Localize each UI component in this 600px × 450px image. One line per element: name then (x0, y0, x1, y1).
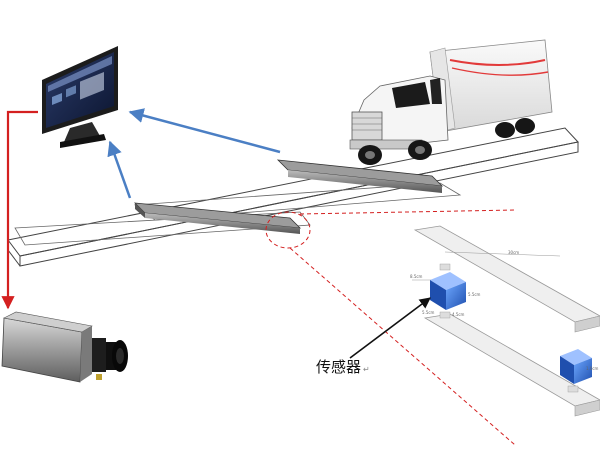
sensor-cube-icon (430, 263, 466, 319)
dimension-width-c: 4.5cm (452, 312, 465, 317)
camera-signal-line (1, 110, 38, 310)
zoom-guide-lines (265, 209, 516, 446)
sensor-pointer-arrow (349, 297, 431, 359)
dimension-width-a: 8.5cm (410, 274, 423, 279)
sensor-label: 传感器↵ (316, 356, 370, 377)
sensor-label-suffix: ↵ (363, 365, 370, 374)
sensor-strip-rear (276, 159, 444, 193)
data-flow-arrows (107, 108, 281, 199)
camera-icon (1, 311, 128, 383)
monitor-icon (42, 46, 118, 148)
sensor-detail-inset (412, 225, 600, 417)
truck-icon (349, 39, 553, 165)
dimension-height: 5.5cm (468, 292, 481, 297)
dimension-width-d: 1.0cm (586, 366, 599, 371)
sensor-strip-front (133, 202, 302, 234)
sensor-cube-icon-secondary (560, 349, 592, 393)
dimension-span: 30cm (508, 250, 520, 255)
dimension-width-b: 5.5cm (422, 310, 435, 315)
sensor-label-text: 传感器 (316, 358, 362, 376)
road-platform (7, 127, 579, 267)
